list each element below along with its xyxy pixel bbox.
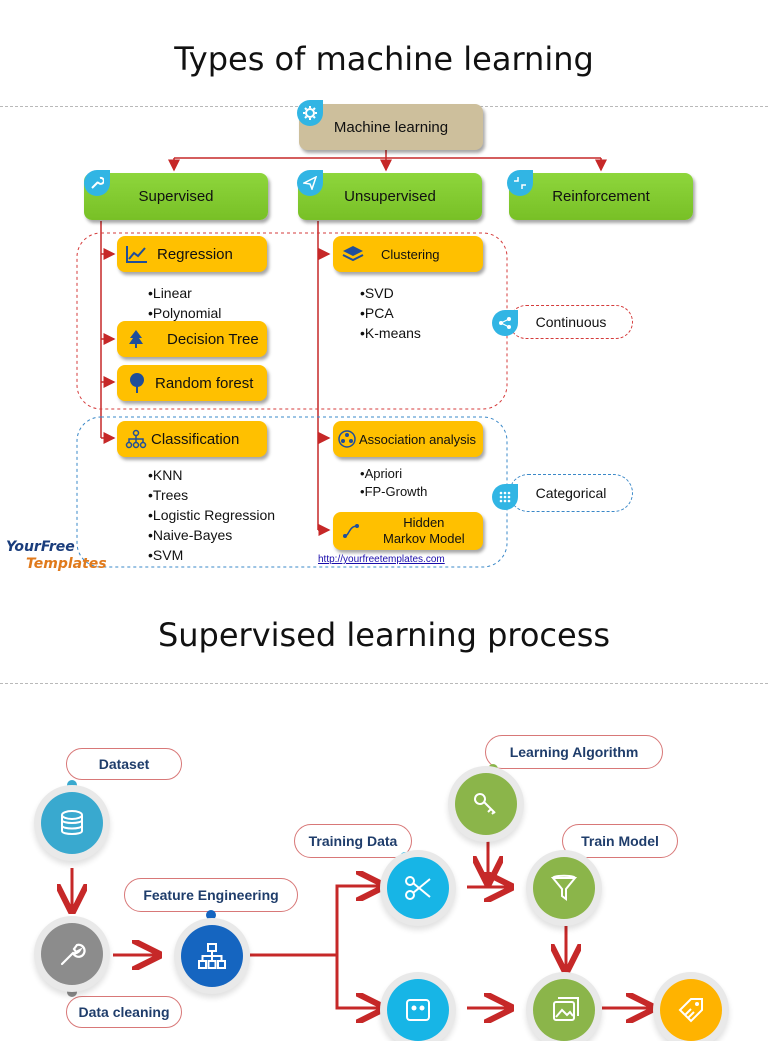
- model-output-circle: [533, 979, 595, 1041]
- feature-engineering-dot: [206, 910, 216, 920]
- tree-icon: [129, 330, 143, 348]
- logo-line1: YourFree: [6, 539, 75, 555]
- association-analysis-node: Association analysis: [333, 421, 483, 457]
- categorical-callout: Categorical: [509, 474, 633, 512]
- regression-label: Regression: [157, 245, 233, 263]
- page-title-types: Types of machine learning: [174, 40, 594, 78]
- dataset-dot: [67, 780, 77, 790]
- dataset-label-box: Dataset: [66, 748, 182, 780]
- test-data-circle: [387, 979, 449, 1041]
- hierarchy-icon: [125, 429, 147, 449]
- list-item: Naive-Bayes: [148, 525, 275, 545]
- logo-line2: Templates: [26, 556, 107, 572]
- learning-algorithm-label: Learning Algorithm: [509, 744, 639, 760]
- data-cleaning-dot: [67, 987, 77, 997]
- unsupervised-node: Unsupervised: [298, 173, 482, 220]
- classification-list: KNN Trees Logistic Regression Naive-Baye…: [148, 465, 275, 565]
- compress-icon: [507, 170, 533, 196]
- prediction-circle: [660, 979, 722, 1041]
- list-item: Apriori: [360, 465, 427, 483]
- data-cleaning-label-box: Data cleaning: [66, 996, 182, 1028]
- line-chart-icon: [126, 246, 147, 263]
- hmm-label-line2: Markov Model: [383, 531, 465, 546]
- data-cleaning-label: Data cleaning: [78, 1004, 170, 1020]
- process-connectors: [0, 838, 768, 1024]
- clustering-list: SVD PCA K-means: [360, 283, 421, 343]
- hmm-label-line1: Hidden: [403, 515, 445, 530]
- supervised-node: Supervised: [84, 173, 268, 220]
- regression-list: Linear Polynomial: [148, 283, 221, 323]
- image-icon: [553, 997, 579, 1021]
- list-item: Linear: [148, 283, 221, 303]
- wrench-icon: [84, 170, 110, 196]
- scissors-icon: [405, 876, 431, 900]
- feature-engineering-label: Feature Engineering: [143, 887, 279, 903]
- train-model-label: Train Model: [581, 833, 659, 849]
- continuous-label: Continuous: [535, 314, 607, 330]
- learning-algorithm-circle: [455, 773, 517, 835]
- website-link[interactable]: http://yourfreetemplates.com: [318, 554, 445, 565]
- train-model-circle: [533, 857, 595, 919]
- divider-middle: [0, 683, 768, 684]
- list-item: Trees: [148, 485, 275, 505]
- gear-icon: [297, 100, 323, 126]
- machine-learning-node: Machine learning: [299, 104, 483, 150]
- categorical-label: Categorical: [535, 485, 607, 501]
- decision-tree-label: Decision Tree: [167, 330, 259, 348]
- random-forest-label: Random forest: [155, 374, 254, 392]
- funnel-icon: [550, 874, 578, 901]
- training-data-label-box: Training Data: [294, 824, 412, 858]
- tag-icon: [678, 998, 703, 1023]
- share-icon: [343, 524, 359, 538]
- network-icon: [492, 484, 518, 510]
- machine-learning-label: Machine learning: [333, 118, 449, 136]
- clustering-label: Clustering: [381, 246, 440, 262]
- list-item: Polynomial: [148, 303, 221, 323]
- layers-icon: [342, 246, 364, 262]
- association-list: Apriori FP-Growth: [360, 465, 428, 501]
- list-item: KNN: [148, 465, 275, 485]
- data-cleaning-circle: [41, 923, 103, 985]
- training-data-circle: [387, 857, 449, 919]
- reinforcement-node: Reinforcement: [509, 173, 693, 220]
- clustering-node: Clustering: [333, 236, 483, 272]
- hierarchy-icon: [198, 943, 226, 969]
- hidden-markov-model-node: Hidden Markov Model: [333, 512, 483, 550]
- regression-node: Regression: [117, 236, 267, 272]
- share-icon: [492, 310, 518, 336]
- decision-tree-node: Decision Tree: [117, 321, 267, 357]
- page-title-process: Supervised learning process: [157, 616, 611, 654]
- list-item: FP-Growth: [360, 483, 428, 501]
- random-forest-node: Random forest: [117, 365, 267, 401]
- network-icon: [338, 430, 356, 448]
- list-item: SVM: [148, 545, 275, 565]
- association-analysis-label: Association analysis: [359, 431, 477, 447]
- your-free-templates-logo: YourFree Templates: [6, 539, 107, 573]
- list-item: SVD: [360, 283, 421, 303]
- list-item: Logistic Regression: [148, 505, 275, 525]
- classification-node: Classification: [117, 421, 267, 457]
- feature-engineering-circle: [181, 925, 243, 987]
- supervised-label: Supervised: [138, 188, 214, 205]
- list-item: PCA: [360, 303, 421, 323]
- paper-plane-icon: [297, 170, 323, 196]
- list-item: K-means: [360, 323, 421, 343]
- dataset-circle: [41, 792, 103, 854]
- tree-icon: [130, 373, 144, 393]
- image-icon: [406, 999, 430, 1021]
- continuous-callout: Continuous: [509, 305, 633, 339]
- training-data-dot: [400, 852, 410, 862]
- key-icon: [474, 793, 496, 815]
- feature-engineering-label-box: Feature Engineering: [124, 878, 298, 912]
- train-model-label-box: Train Model: [562, 824, 678, 858]
- database-icon: [61, 810, 83, 835]
- learning-algorithm-dot: [488, 764, 498, 774]
- wrench-icon: [60, 943, 86, 966]
- unsupervised-label: Unsupervised: [344, 188, 436, 205]
- dataset-label: Dataset: [98, 756, 150, 772]
- training-data-label: Training Data: [308, 833, 398, 849]
- reinforcement-label: Reinforcement: [552, 188, 650, 205]
- classification-label: Classification: [151, 430, 240, 448]
- learning-algorithm-label-box: Learning Algorithm: [485, 735, 663, 769]
